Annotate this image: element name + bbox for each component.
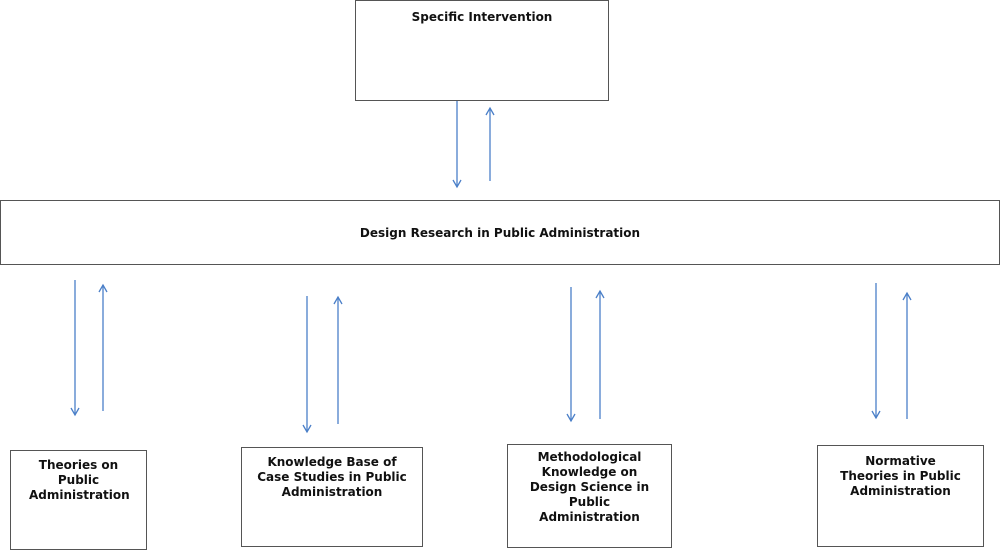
arrow-down-knowledge [302,296,312,434]
specific-intervention-box: Specific Intervention [355,0,609,101]
knowledge-base-box: Knowledge Base of Case Studies in Public… [241,447,423,547]
arrow-up-normative [902,291,912,419]
arrow-down-top [452,101,462,189]
theories-box: Theories on Public Administration [10,450,147,550]
methodological-knowledge-box: Methodological Knowledge on Design Scien… [507,444,672,548]
design-research-label: Design Research in Public Administration [359,226,641,240]
specific-intervention-label: Specific Intervention [411,10,553,24]
theories-label: Theories on Public Administration [29,458,130,502]
methodological-knowledge-label: Methodological Knowledge on Design Scien… [529,450,650,524]
normative-theories-label: Normative Theories in Public Administrat… [840,454,961,498]
arrow-down-methodological [566,287,576,423]
knowledge-base-label: Knowledge Base of Case Studies in Public… [257,455,407,499]
normative-theories-box: Normative Theories in Public Administrat… [817,445,984,547]
arrow-up-theories [98,283,108,411]
arrow-up-methodological [595,289,605,419]
arrow-down-theories [70,280,80,417]
arrow-up-knowledge [333,295,343,424]
design-research-box: Design Research in Public Administration [0,200,1000,265]
arrow-up-top [485,106,495,181]
arrow-down-normative [871,283,881,420]
